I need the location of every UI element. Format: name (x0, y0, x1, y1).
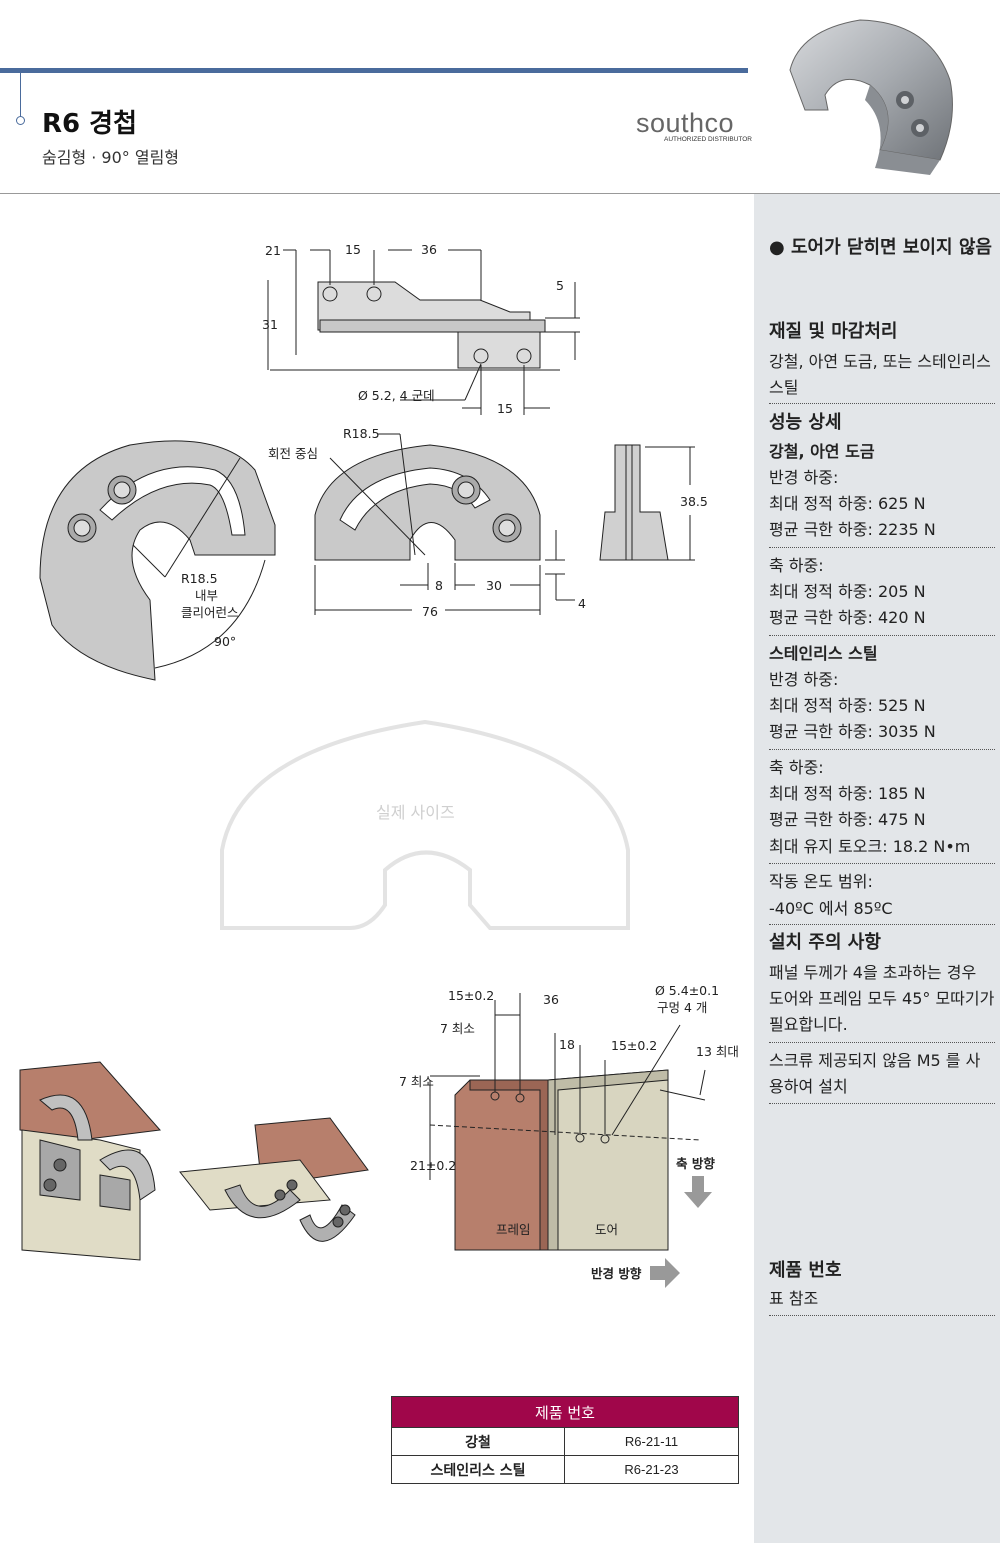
frame-label: 프레임 (496, 1222, 531, 1237)
part-number-cell: R6-21-23 (564, 1455, 739, 1484)
material-cell: 강철 (391, 1427, 565, 1456)
page-title: R6 경첩 (42, 109, 138, 139)
axial-direction-label: 축 방향 (676, 1156, 715, 1171)
actual-size-outline (220, 719, 630, 930)
steel-radial-label: 반경 하중: (769, 468, 839, 487)
divider (769, 403, 995, 404)
hole-label: Ø 5.2, 4 군데 (358, 388, 435, 403)
dim-30: 30 (486, 578, 502, 593)
divider (769, 1042, 995, 1043)
min-7b-label: 7 최소 (399, 1074, 434, 1089)
inner-label: 내부 (195, 588, 218, 603)
dim-15: 15 (345, 242, 361, 257)
brand-logo: southco (636, 108, 735, 138)
steel-radial-static: 최대 정적 하중: 625 N (769, 494, 926, 513)
part-heading: 제품 번호 (769, 1260, 842, 1281)
dim-4: 4 (578, 596, 586, 611)
material-heading: 재질 및 마감처리 (769, 321, 898, 342)
dim-38-5: 38.5 (680, 494, 708, 509)
temp-label: 작동 온도 범위: (769, 872, 873, 891)
product-photo (789, 19, 953, 175)
stainless-heading: 스테인리스 스틸 (769, 644, 878, 663)
mounting-diagram (429, 993, 712, 1288)
table-row: 스테인리스 스틸 R6-21-23 (391, 1455, 739, 1484)
dim-31: 31 (262, 317, 278, 332)
material-text: 강철, 아연 도금, 또는 스테인리스 스틸 (769, 352, 991, 397)
actual-size-label: 실제 사이즈 (376, 803, 455, 822)
top-view-drawing (267, 249, 580, 415)
door-label: 도어 (595, 1222, 618, 1237)
hole-dia-label: Ø 5.4±0.1 (655, 983, 719, 998)
radius-label: R18.5 (343, 426, 380, 441)
part-number-cell: R6-21-11 (564, 1427, 739, 1456)
dim-36-mount: 36 (543, 992, 559, 1007)
divider (769, 924, 995, 925)
divider (769, 863, 995, 864)
table-row: 강철 R6-21-11 (391, 1427, 739, 1456)
technical-drawings: 21 15 36 5 31 Ø 5.2, 4 군데 15 R18.5 회전 중심… (19, 242, 739, 1288)
side-view-drawing (599, 444, 695, 561)
closed-view-drawing (314, 433, 575, 615)
divider (769, 1315, 995, 1316)
install-text: 패널 두께가 4을 초과하는 경우 도어와 프레임 모두 45° 모따기가 필요… (769, 963, 995, 1034)
pivot-center-label: 회전 중심 (268, 446, 318, 461)
part-text: 표 참조 (769, 1289, 819, 1308)
clearance-label: 클리어런스 (181, 605, 239, 620)
table-header: 제품 번호 (391, 1396, 739, 1428)
dim-5: 5 (556, 278, 564, 293)
dim-8: 8 (435, 578, 443, 593)
ss-radial-label: 반경 하중: (769, 670, 839, 689)
header-vertical-rule (20, 73, 21, 117)
ss-axial-ultimate: 평균 극한 하중: 475 N (769, 810, 926, 829)
divider (769, 749, 995, 750)
radius-label-b: R18.5 (181, 571, 218, 586)
header-rule (0, 68, 748, 73)
install-illustration-right (179, 1117, 369, 1242)
header-bullet-icon (16, 116, 25, 125)
ss-torque: 최대 유지 토오크: 18.2 N•m (769, 837, 971, 856)
feature-bullet: ● 도어가 닫히면 보이지 않음 (769, 237, 992, 258)
dim-21-0-2: 21±0.2 (410, 1158, 456, 1173)
part-number-table: 제품 번호 강철 R6-21-11 스테인리스 스틸 R6-21-23 (391, 1396, 739, 1484)
page-subtitle: 숨김형 · 90° 열림형 (42, 148, 180, 167)
open-view-drawing (39, 440, 276, 681)
divider (769, 1103, 995, 1104)
divider (769, 547, 995, 548)
radial-direction-label: 반경 방향 (591, 1266, 642, 1281)
dim-18: 18 (559, 1037, 575, 1052)
hole-count-label: 구멍 4 개 (657, 1000, 707, 1015)
dim-15-0-2: 15±0.2 (448, 988, 494, 1003)
material-cell: 스테인리스 스틸 (391, 1455, 565, 1484)
performance-heading: 성능 상세 (769, 412, 842, 433)
steel-axial-static: 최대 정적 하중: 205 N (769, 582, 926, 601)
dim-36: 36 (421, 242, 437, 257)
install-illustration-left (19, 1061, 162, 1261)
header-divider (0, 193, 1000, 194)
dim-15-0-2b: 15±0.2 (611, 1038, 657, 1053)
dim-76: 76 (422, 604, 438, 619)
ss-radial-ultimate: 평균 극한 하중: 3035 N (769, 722, 936, 741)
spec-sidebar (754, 194, 1000, 1543)
screw-text: 스크류 제공되지 않음 M5 를 사용하여 설치 (769, 1051, 981, 1096)
temp-value: -40ºC 에서 85ºC (769, 899, 893, 918)
steel-radial-ultimate: 평균 극한 하중: 2235 N (769, 520, 936, 539)
steel-axial-ultimate: 평균 극한 하중: 420 N (769, 608, 926, 627)
dim-21: 21 (265, 243, 281, 258)
ss-radial-static: 최대 정적 하중: 525 N (769, 696, 926, 715)
brand-logo-sub: AUTHORIZED DISTRIBUTOR (664, 136, 752, 143)
steel-axial-label: 축 하중: (769, 556, 824, 575)
ss-axial-static: 최대 정적 하중: 185 N (769, 784, 926, 803)
ss-axial-label: 축 하중: (769, 758, 824, 777)
install-heading: 설치 주의 사항 (769, 932, 881, 953)
angle-label: 90° (214, 634, 236, 649)
dim-15b: 15 (497, 401, 513, 416)
min-7-label: 7 최소 (440, 1021, 475, 1036)
steel-heading: 강철, 아연 도금 (769, 442, 875, 461)
divider (769, 635, 995, 636)
max-13-label: 13 최대 (696, 1044, 739, 1059)
